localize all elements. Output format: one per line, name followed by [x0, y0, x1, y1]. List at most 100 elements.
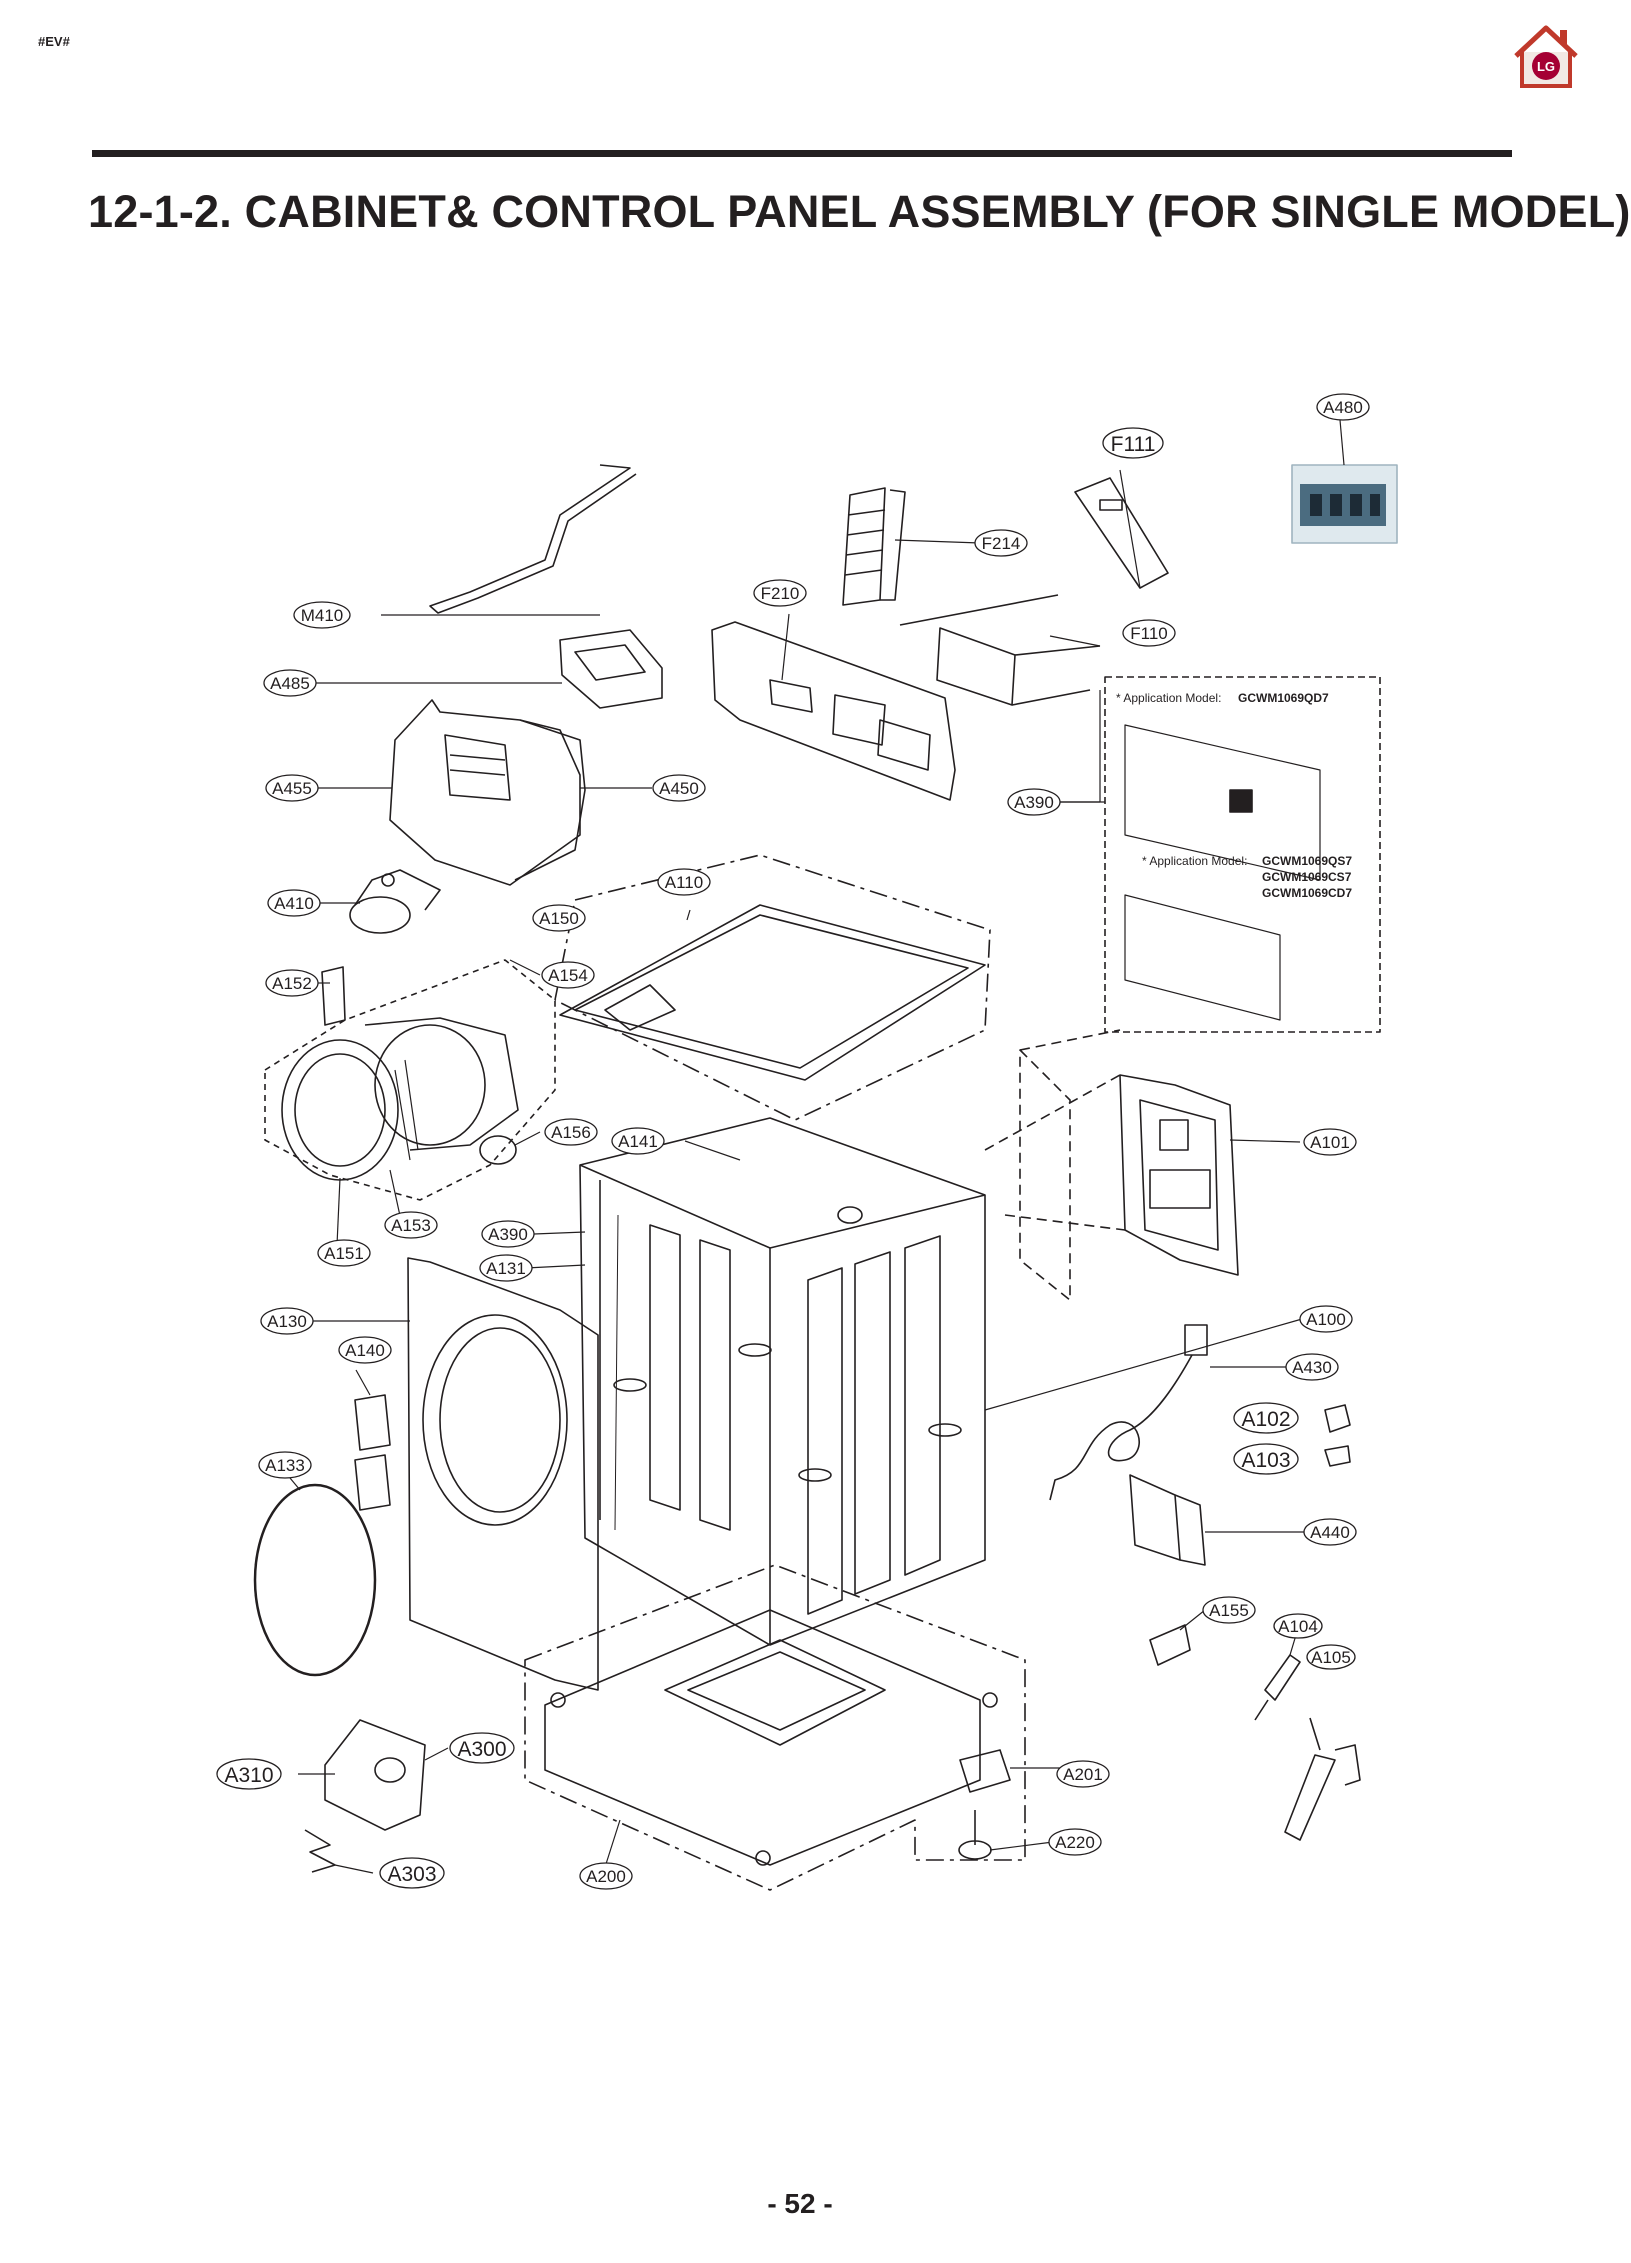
svg-text:A151: A151: [324, 1244, 364, 1263]
application-note-2-model-1: GCWM1069QS7: [1262, 854, 1352, 868]
svg-text:A105: A105: [1311, 1648, 1351, 1667]
callout-A200: A200: [579, 1862, 633, 1890]
svg-text:A152: A152: [272, 974, 312, 993]
noise-filter-part: [1129, 1474, 1206, 1566]
svg-text:A103: A103: [1241, 1449, 1290, 1472]
svg-text:A440: A440: [1310, 1523, 1350, 1542]
svg-text:A102: A102: [1241, 1408, 1290, 1431]
application-note-1-model: GCWM1069QD7: [1238, 691, 1329, 705]
top-plate-part: [559, 904, 986, 1081]
svg-text:F210: F210: [761, 584, 800, 603]
callout-A390-mid: A390: [481, 1220, 535, 1248]
page-title: 12-1-2. CABINET& CONTROL PANEL ASSEMBLY …: [88, 186, 1631, 237]
callout-A141: A141: [611, 1127, 665, 1155]
control-panel-part: [711, 621, 956, 801]
bracket-part: [429, 464, 637, 614]
callout-A130: A130: [260, 1307, 314, 1335]
callout-A102: A102: [1233, 1402, 1299, 1434]
svg-text:LG: LG: [1537, 59, 1555, 74]
callout-A220: A220: [1048, 1828, 1102, 1856]
svg-text:A480: A480: [1323, 398, 1363, 417]
callout-A430: A430: [1285, 1353, 1339, 1381]
cap-part: [1149, 1624, 1191, 1666]
door-assembly-group: [264, 959, 556, 1201]
callout-A151: A151: [317, 1239, 371, 1267]
callout-A310: A310: [216, 1758, 282, 1790]
svg-text:A131: A131: [486, 1259, 526, 1278]
application-note-2-model-3: GCWM1069CD7: [1262, 886, 1352, 900]
svg-text:A485: A485: [270, 674, 310, 693]
callout-A201: A201: [1056, 1760, 1110, 1788]
hinge-part: [321, 966, 346, 1026]
svg-text:A410: A410: [274, 894, 314, 913]
doc-tag: #EV#: [38, 34, 70, 49]
top-plate-group: [554, 854, 991, 1121]
callout-A133: A133: [258, 1451, 312, 1479]
callout-A154: A154: [541, 961, 595, 989]
callout-F111: F111: [1102, 427, 1164, 459]
svg-text:A310: A310: [224, 1764, 273, 1787]
svg-text:A141: A141: [618, 1132, 658, 1151]
callout-A155: A155: [1202, 1596, 1256, 1624]
callout-M410: M410: [293, 601, 351, 629]
control-pcb-part: [899, 594, 1101, 706]
svg-text:A133: A133: [265, 1456, 305, 1475]
callout-A110: A110: [657, 868, 711, 896]
svg-text:A390: A390: [1014, 793, 1054, 812]
callout-F214: F214: [974, 529, 1028, 557]
callout-A300: A300: [449, 1732, 515, 1764]
svg-text:A430: A430: [1292, 1358, 1332, 1377]
application-model-box: [1034, 676, 1381, 1033]
leveling-leg-part: [958, 1749, 1011, 1860]
svg-text:F110: F110: [1130, 624, 1168, 643]
callout-A131: A131: [479, 1254, 533, 1282]
callout-A103: A103: [1233, 1443, 1299, 1475]
callout-A156: A156: [544, 1118, 598, 1146]
svg-text:A153: A153: [391, 1216, 431, 1235]
svg-text:A303: A303: [387, 1863, 436, 1886]
front-panel-part: [407, 1257, 599, 1691]
svg-text:F111: F111: [1111, 433, 1156, 456]
svg-text:F214: F214: [982, 534, 1021, 553]
detergent-dispenser-assy: [389, 699, 586, 886]
header-rule: [92, 150, 1512, 157]
spring-part: [304, 1829, 336, 1873]
door-glass-part: [281, 1017, 519, 1181]
svg-text:A455: A455: [272, 779, 312, 798]
svg-text:A101: A101: [1310, 1133, 1350, 1152]
svg-text:M410: M410: [301, 606, 344, 625]
leader-lines: [289, 419, 1345, 1874]
svg-text:A150: A150: [539, 909, 579, 928]
svg-text:A100: A100: [1306, 1310, 1346, 1329]
callout-A480: A480: [1316, 393, 1370, 421]
page-number: - 52 -: [767, 2188, 833, 2219]
svg-text:A104: A104: [1278, 1617, 1318, 1636]
callout-A410: A410: [267, 889, 321, 917]
door-hinge-part: [354, 1394, 391, 1511]
callout-A153: A153: [384, 1211, 438, 1239]
callout-A303: A303: [379, 1857, 445, 1889]
svg-text:A154: A154: [548, 966, 588, 985]
filter-cover-part: [324, 1719, 426, 1831]
callout-A150: A150: [532, 904, 586, 932]
display-cover-part: [1074, 477, 1169, 589]
motor-part: [349, 869, 441, 934]
svg-text:A390: A390: [488, 1225, 528, 1244]
svg-text:A201: A201: [1063, 1765, 1103, 1784]
power-cord-part: [1049, 1324, 1208, 1501]
svg-text:A220: A220: [1055, 1833, 1095, 1852]
lg-home-logo: LG: [1514, 25, 1578, 88]
svg-text:A110: A110: [665, 873, 703, 892]
callout-A100: A100: [1299, 1305, 1353, 1333]
callout-A455: A455: [265, 774, 319, 802]
application-note-2-prefix: * Application Model:: [1142, 854, 1247, 868]
drain-hose-part: [1254, 1654, 1361, 1841]
pcb-photo: [1291, 464, 1398, 544]
callout-A101: A101: [1303, 1128, 1357, 1156]
callout-F210: F210: [753, 579, 807, 607]
dispenser-box-part: [559, 629, 663, 709]
callout-F110: F110: [1122, 619, 1176, 647]
application-note-2-model-2: GCWM1069CS7: [1262, 870, 1352, 884]
application-note-1-prefix: * Application Model:: [1116, 691, 1221, 705]
